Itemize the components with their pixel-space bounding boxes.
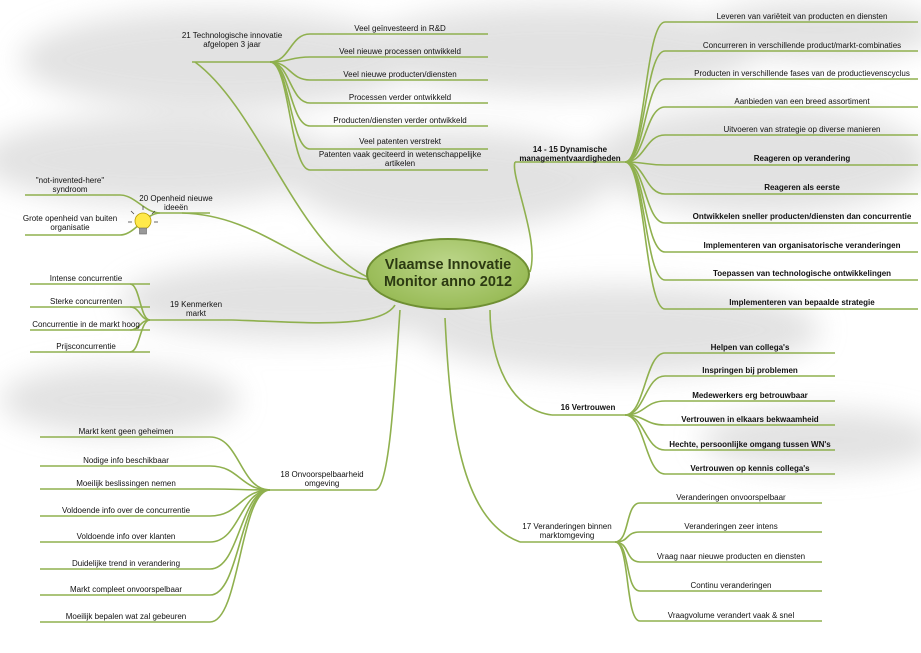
dyn-connector: [624, 134, 666, 163]
topic-trust[interactable]: 16 Vertrouwen: [560, 403, 616, 412]
branch-dynamic: [513, 161, 533, 273]
tech-connector: [269, 61, 311, 171]
market-item[interactable]: Concurrentie in de markt hoog: [32, 320, 140, 329]
central-topic-line2: Monitor anno 2012: [383, 274, 513, 290]
branch-tech: [194, 61, 371, 279]
changes-item[interactable]: Continu veranderingen: [690, 581, 772, 590]
trust-item[interactable]: Hechte, persoonlijke omgang tussen WN's: [669, 440, 831, 449]
topic-tech[interactable]: 21 Technologische innovatie afgelopen 3 …: [181, 31, 283, 49]
dyn-item[interactable]: Toepassen van technologische ontwikkelin…: [712, 269, 892, 278]
branch-unpredictability: [374, 309, 401, 491]
branch-trust: [489, 309, 553, 416]
unpredictability-connector: [209, 436, 271, 491]
light-bulb-icon: [128, 206, 158, 235]
market-item[interactable]: Prijsconcurrentie: [56, 342, 116, 351]
topic-dynamic-line1: 14 - 15 Dynamische: [532, 145, 608, 154]
dyn-item[interactable]: Aanbieden van een breed assortiment: [734, 97, 870, 106]
unpredictability-item[interactable]: Moeilijk beslissingen nemen: [76, 479, 176, 488]
unpredictability-connector: [209, 489, 271, 623]
unpredictability-item[interactable]: Voldoende info over klanten: [76, 532, 176, 541]
unpredictability-item[interactable]: Moeilijk bepalen wat zal gebeuren: [65, 612, 187, 621]
unpredictability-connector: [209, 489, 271, 543]
openness-item[interactable]: "not-invented-here" syndroom: [35, 176, 105, 194]
tech-item[interactable]: Veel nieuwe processen ontwikkeld: [339, 47, 461, 56]
dyn-item[interactable]: Implementeren van bepaalde strategie: [729, 298, 875, 307]
topic-changes-line2: marktomgeving: [539, 531, 595, 540]
tech-item[interactable]: Producten/diensten verder ontwikkeld: [333, 116, 467, 125]
topic-unpredictability-line2: omgeving: [304, 479, 340, 488]
dyn-connector: [624, 161, 666, 310]
trust-item[interactable]: Inspringen bij problemen: [702, 366, 798, 375]
trust-item[interactable]: Vertrouwen in elkaars bekwaamheid: [681, 415, 819, 424]
branch-changes: [444, 317, 521, 543]
topic-market-line2: markt: [186, 309, 206, 318]
dyn-item[interactable]: Concurreren in verschillende product/mar…: [702, 41, 902, 50]
dyn-item[interactable]: Reageren als eerste: [764, 183, 840, 192]
dyn-item[interactable]: Leveren van variëteit van producten en d…: [716, 12, 888, 21]
market-item[interactable]: Intense concurrentie: [49, 274, 123, 283]
changes-connector: [614, 502, 641, 543]
dyn-connector: [624, 50, 666, 163]
unpredictability-connector: [209, 489, 271, 596]
dyn-item[interactable]: Ontwikkelen sneller producten/diensten d…: [692, 212, 912, 221]
dyn-item[interactable]: Implementeren van organisatorische veran…: [703, 241, 901, 250]
changes-item[interactable]: Vraag naar nieuwe producten en diensten: [656, 552, 806, 561]
tech-item[interactable]: Processen verder ontwikkeld: [348, 93, 452, 102]
topic-openness-line1: 20 Openheid nieuwe: [139, 194, 213, 203]
trust-connector: [624, 414, 666, 475]
unpredictability-item[interactable]: Markt kent geen geheimen: [78, 427, 174, 436]
changes-connector: [614, 541, 641, 622]
dyn-connector: [624, 21, 666, 163]
unpredictability-item[interactable]: Duidelijke trend in verandering: [71, 559, 181, 568]
tech-item[interactable]: Veel patenten verstrekt: [359, 137, 441, 146]
branch-market: [231, 304, 396, 324]
topic-changes-line1: 17 Veranderingen binnen: [522, 522, 612, 531]
tech-item[interactable]: Patenten vaak geciteerd in wetenschappel…: [318, 150, 482, 168]
trust-item[interactable]: Vertrouwen op kennis collega's: [690, 464, 810, 473]
topic-unpredictability-line1: 18 Onvoorspelbaarheid: [280, 470, 364, 479]
market-connector: [129, 319, 151, 353]
changes-item[interactable]: Veranderingen zeer intens: [684, 522, 778, 531]
openness-item[interactable]: Grote openheid van buiten organisatie: [22, 214, 118, 232]
tech-item[interactable]: Veel geïnvesteerd in R&D: [354, 24, 446, 33]
dyn-item[interactable]: Reageren op verandering: [753, 154, 851, 163]
dyn-item[interactable]: Uitvoeren van strategie op diverse manie…: [723, 125, 881, 134]
topic-openness-line2: ideeën: [163, 203, 189, 212]
branch-openness: [181, 212, 371, 281]
topic-dynamic-line2: managementvaardigheden: [519, 154, 621, 163]
unpredictability-item[interactable]: Nodige info beschikbaar: [83, 456, 169, 465]
changes-item[interactable]: Veranderingen onvoorspelbaar: [676, 493, 786, 502]
tech-item[interactable]: Veel nieuwe producten/diensten: [343, 70, 457, 79]
branch-lines: [25, 21, 918, 623]
trust-item[interactable]: Medewerkers erg betrouwbaar: [692, 391, 808, 400]
unpredictability-item[interactable]: Markt compleet onvoorspelbaar: [69, 585, 183, 594]
unpredictability-item[interactable]: Voldoende info over de concurrentie: [61, 506, 191, 515]
dyn-connector: [624, 78, 666, 163]
market-item[interactable]: Sterke concurrenten: [49, 297, 123, 306]
dyn-item[interactable]: Producten in verschillende fases van de …: [694, 69, 910, 78]
changes-item[interactable]: Vraagvolume verandert vaak & snel: [667, 611, 795, 620]
openness-connector: [119, 194, 161, 214]
unpredictability-connector: [209, 465, 271, 491]
central-topic-line1: Vlaamse Innovatie: [384, 257, 512, 273]
topic-market-line1: 19 Kenmerken: [169, 300, 223, 309]
trust-item[interactable]: Helpen van collega's: [710, 343, 790, 352]
